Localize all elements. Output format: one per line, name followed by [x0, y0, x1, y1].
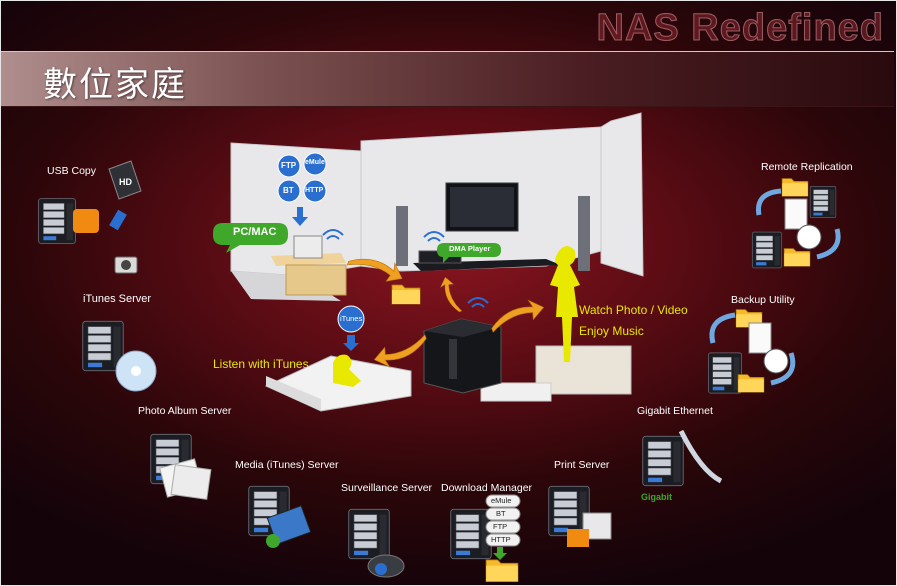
speaker-left	[396, 206, 408, 266]
media-itunes-server-label: Media (iTunes) Server	[235, 459, 339, 471]
page-title: 數位家庭	[43, 65, 187, 105]
media-film-icon	[266, 505, 312, 545]
watch-photo-video-label: Watch Photo / Video	[579, 303, 688, 317]
replication-checklist-icon	[784, 198, 808, 230]
dma-player-bubble	[437, 243, 501, 263]
download-tag-bt: BT	[496, 509, 506, 518]
gigabit-label: Gigabit	[641, 492, 672, 502]
title-banner	[1, 51, 894, 107]
dma-player-label: DMA Player	[449, 244, 491, 253]
download-tag-emule: eMule	[491, 496, 512, 505]
usb-copy-accessories	[73, 160, 142, 274]
person-listening-silhouette	[333, 354, 361, 387]
download-tag-ftp: FTP	[493, 522, 508, 531]
pc-mac-bubble	[213, 223, 288, 253]
download-tags	[485, 494, 521, 560]
replication-arrow-icon	[755, 188, 782, 216]
photo-album-server-label: Photo Album Server	[138, 405, 232, 417]
backup-utility-label: Backup Utility	[731, 294, 795, 306]
protocol-emule-label: eMule	[305, 159, 325, 166]
download-tag-http: HTTP	[491, 535, 511, 544]
usb-hd-label: HD	[119, 177, 132, 187]
pc-mac-label: PC/MAC	[233, 226, 277, 238]
coffee-table	[480, 382, 552, 402]
gigabit-ethernet-label: Gigabit Ethernet	[637, 405, 713, 417]
download-manager-label: Download Manager	[441, 482, 533, 494]
protocol-http-label: HTTP	[305, 187, 324, 194]
itunes-bubble-label: iTunes	[340, 314, 363, 323]
speaker-right	[578, 196, 590, 271]
central-nas-device	[423, 318, 502, 394]
sofa	[535, 345, 632, 395]
pc-desk	[271, 235, 347, 296]
listen-with-itunes-label: Listen with iTunes	[213, 357, 309, 371]
surveillance-server-label: Surveillance Server	[341, 482, 433, 494]
enjoy-music-label: Enjoy Music	[579, 324, 644, 338]
backup-arrow-icon	[709, 312, 736, 344]
protocol-bt-label: BT	[283, 186, 294, 195]
usb-copy-label: USB Copy	[47, 165, 97, 177]
wifi-icons	[322, 229, 489, 308]
protocol-ftp-label: FTP	[281, 161, 297, 170]
remote-replication-label: Remote Replication	[761, 161, 853, 173]
gigabit-cable	[678, 429, 723, 484]
backup-checklist-icon	[748, 322, 772, 354]
itunes-bubble	[337, 305, 365, 333]
itunes-server-label: iTunes Server	[83, 293, 152, 305]
person-watching-silhouette	[550, 246, 580, 362]
brand-logo-text: NAS Redefined	[596, 7, 884, 50]
protocol-circles	[277, 152, 327, 226]
print-server-label: Print Server	[554, 459, 610, 471]
